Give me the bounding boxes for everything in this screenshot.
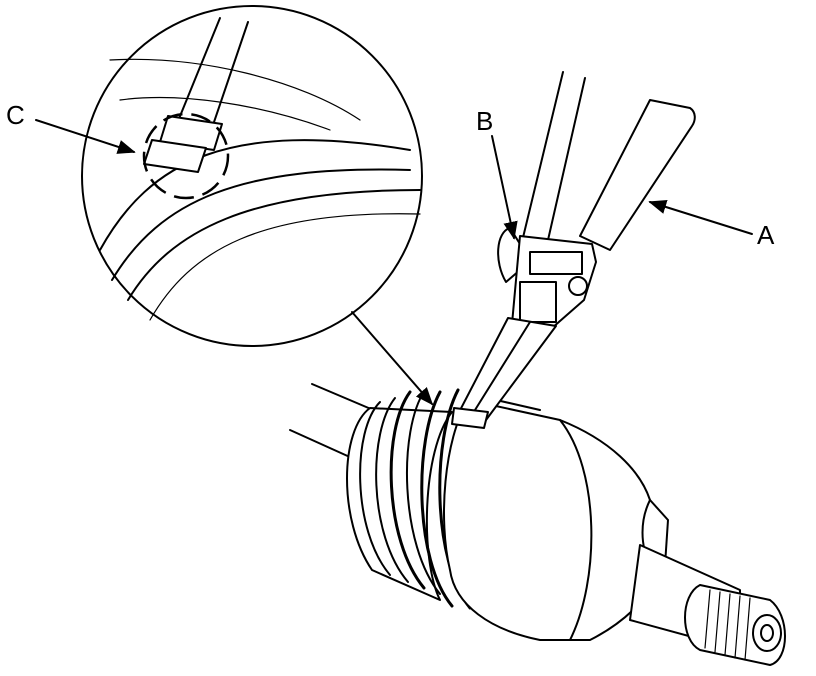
splined-stub-shaft [629,544,786,666]
joint-housing [443,399,669,641]
callout-arrow-c [35,119,136,154]
drive-shaft [289,383,379,459]
detail-inset [81,5,423,347]
callout-label-c: C [6,100,25,130]
cv-boot [346,389,453,601]
callout-label-a: A [757,220,775,250]
callout-arrow-b [491,135,518,240]
crimping-tool [451,71,696,429]
callout-arrow-a [648,199,753,235]
callout-label-b: B [476,106,494,136]
inset-leader-line [351,311,434,406]
